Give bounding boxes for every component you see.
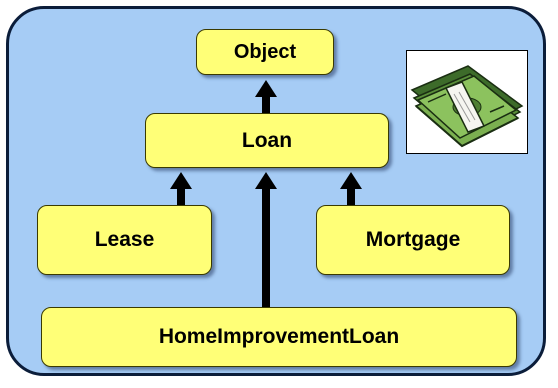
class-label-mortgage: Mortgage: [365, 228, 461, 251]
class-node-loan: Loan: [145, 113, 389, 168]
class-label-object: Object: [233, 40, 297, 63]
class-label-loan: Loan: [241, 128, 293, 152]
class-label-lease: Lease: [94, 228, 155, 251]
arrow-lease-to-loan: [170, 172, 192, 205]
arrow-mortgage-to-loan: [340, 172, 362, 205]
class-label-home-improvement-loan: HomeImprovementLoan: [158, 325, 400, 348]
arrow-hil-to-loan: [255, 172, 277, 307]
money-stack-icon: [406, 50, 528, 154]
class-node-mortgage: Mortgage: [316, 205, 510, 275]
class-node-home-improvement-loan: HomeImprovementLoan: [41, 307, 517, 367]
class-node-object: Object: [196, 29, 334, 75]
class-node-lease: Lease: [37, 205, 212, 275]
arrow-loan-to-object: [255, 80, 277, 113]
